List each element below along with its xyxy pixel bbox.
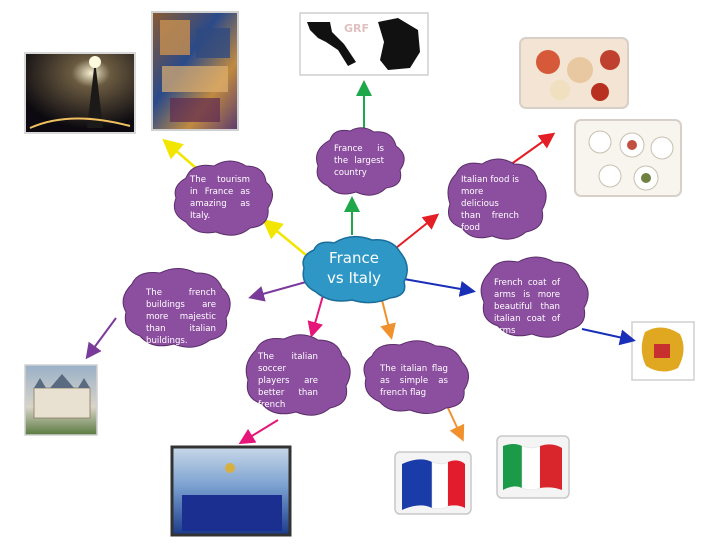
cloud-text-soccer: The italian soccer players are better th… xyxy=(258,352,318,410)
arrow-center-to-soccer xyxy=(307,291,325,338)
cloud-tourism xyxy=(173,160,273,236)
center-node xyxy=(302,235,408,304)
arrow-food-to-photo xyxy=(509,132,556,166)
french-food-photo xyxy=(574,119,682,197)
italian-flag-photo xyxy=(496,435,570,499)
connector-arrows xyxy=(85,80,636,445)
map-watermark: GRF xyxy=(344,22,369,35)
italy-france-map-image xyxy=(299,12,429,76)
center-title-line2: vs Italy xyxy=(326,269,381,287)
soccer-team-photo xyxy=(170,445,292,537)
arrow-tourism-to-photo xyxy=(162,138,197,169)
italian-food-photo xyxy=(519,37,629,109)
cloud-text-tourism: The tourism in France as amazing as Ital… xyxy=(190,175,250,221)
cloud-text-largest-country: France is the largest country xyxy=(334,144,384,178)
cloud-text-buildings: The french buildings are more majestic t… xyxy=(146,288,216,346)
cloud-food xyxy=(447,158,547,240)
chateau-photo xyxy=(24,364,98,436)
french-flag-photo xyxy=(394,451,472,515)
cloud-text-flag: The italian flag as simple as french fla… xyxy=(380,364,448,398)
arrow-coat-to-photo xyxy=(581,328,636,346)
cloud-soccer xyxy=(245,334,351,416)
arrow-center-to-food xyxy=(395,213,440,249)
cloud-coat-of-arms xyxy=(480,256,589,338)
arrow-center-to-tourism xyxy=(262,218,307,256)
cloud-text-food: Italian food is more delicious than fren… xyxy=(461,175,519,233)
tourism-collage-photo xyxy=(151,11,239,131)
cloud-flag xyxy=(363,340,469,414)
paris-night-photo xyxy=(24,52,136,134)
cloud-buildings xyxy=(122,268,231,348)
arrow-center-to-flag xyxy=(380,295,396,340)
center-title-line1: France xyxy=(329,249,379,267)
arrow-center-to-buildings xyxy=(248,281,307,302)
arrow-center-to-coat xyxy=(403,278,476,297)
arrow-flag-to-photo xyxy=(447,407,465,442)
center-title: France vs Italy xyxy=(300,248,408,288)
coat-of-arms-photo xyxy=(631,321,695,381)
cloud-text-coat-of-arms: French coat of arms is more beautiful th… xyxy=(494,278,560,336)
arrow-soccer-to-photo xyxy=(238,419,279,445)
cloud-largest-country xyxy=(316,127,405,196)
arrow-buildings-to-photo xyxy=(85,317,117,360)
